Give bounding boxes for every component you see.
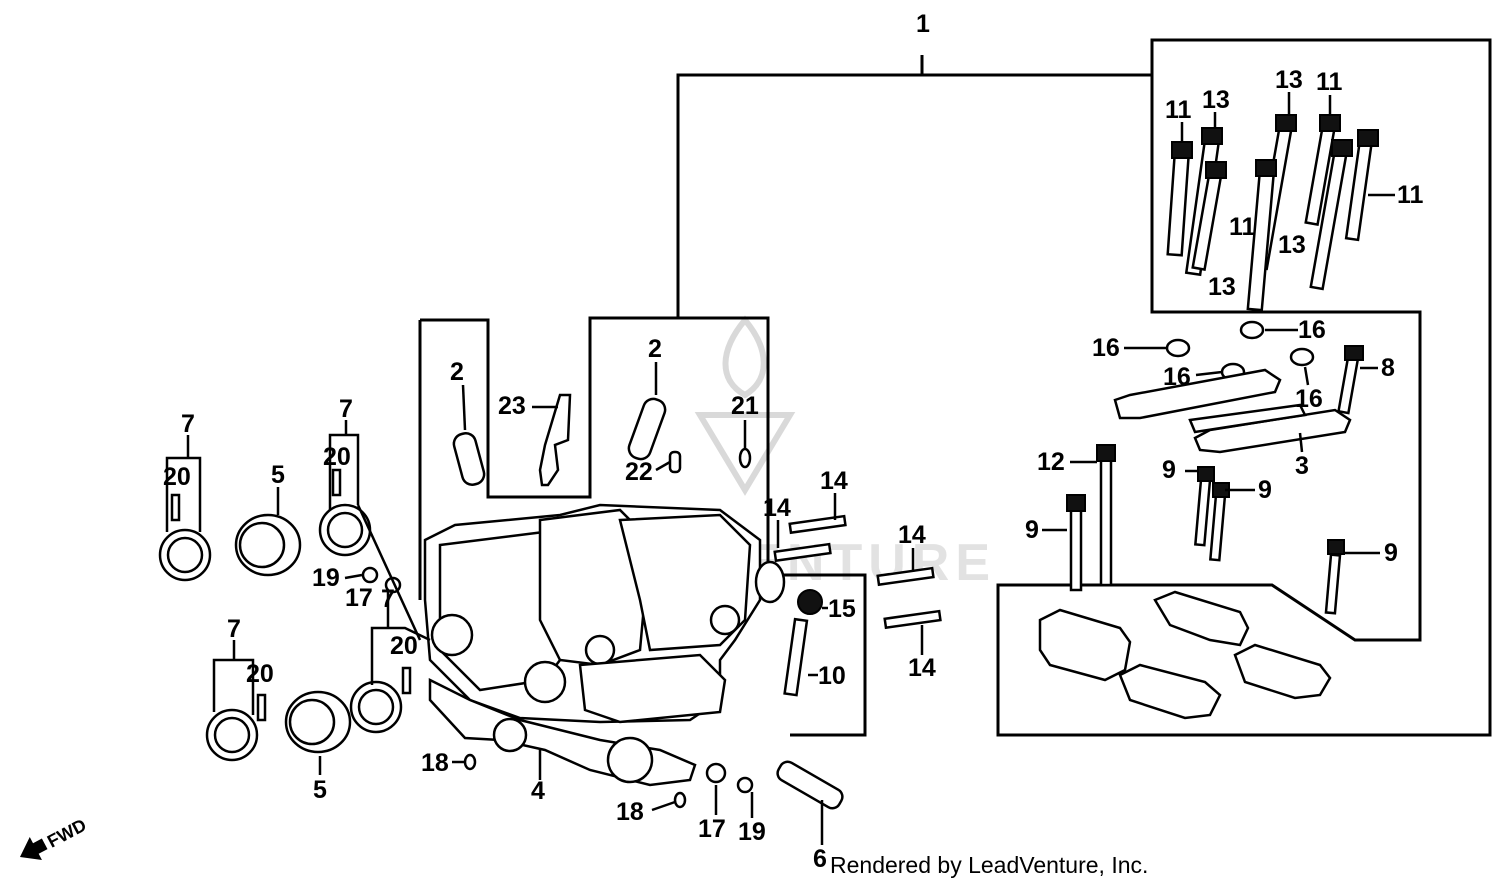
callout-11-c: 11 [1229, 213, 1256, 241]
callout-7-d: 7 [227, 615, 241, 643]
callout-16-d: 16 [1295, 385, 1323, 413]
callout-11-d: 11 [1397, 181, 1424, 209]
callout-22: 22 [625, 458, 653, 486]
head-gasket [428, 677, 697, 787]
callout-labels: 1 11 13 13 11 11 11 13 13 16 16 16 16 8 … [163, 10, 1424, 873]
clip-21 [738, 447, 752, 469]
intake-insulators [158, 503, 403, 762]
plug-cap-right [627, 397, 667, 461]
head-bolts-group [1166, 114, 1379, 312]
bolt-11-a [1166, 141, 1193, 257]
clip-22 [668, 450, 682, 474]
forward-direction-indicator: FWD [19, 815, 90, 860]
callout-20-d: 20 [246, 660, 274, 688]
callout-8: 8 [1381, 354, 1395, 382]
callout-14-a: 14 [820, 467, 848, 495]
callout-7-b: 7 [339, 395, 353, 423]
assembly-frames [418, 38, 1492, 737]
oil-pipe [754, 560, 786, 604]
callout-18-b: 18 [616, 798, 644, 826]
callout-13-b: 13 [1275, 66, 1303, 94]
callout-15: 15 [828, 595, 856, 623]
callout-20-c: 20 [390, 632, 418, 660]
callout-23: 23 [498, 392, 526, 420]
bolts-9 [1066, 466, 1345, 615]
callout-17-b: 17 [698, 815, 726, 843]
callout-17-a: 17 [345, 584, 373, 612]
callout-5-b: 5 [313, 776, 327, 804]
bolt-13-d [1309, 139, 1353, 291]
bolt-11-b [1191, 161, 1227, 271]
callout-1: 1 [916, 10, 930, 38]
callout-9-c: 9 [1025, 516, 1039, 544]
callout-6: 6 [813, 845, 827, 873]
callout-11-a: 11 [1165, 96, 1192, 124]
forward-arrow-icon [19, 837, 48, 860]
render-credit: Rendered by LeadVenture, Inc. [830, 852, 1149, 878]
bolt-8 [1337, 345, 1364, 415]
callout-11-b: 11 [1316, 68, 1343, 96]
callout-5-a: 5 [271, 461, 285, 489]
bolt-10 [783, 617, 809, 697]
callout-19-a: 19 [312, 564, 340, 592]
callout-7-a: 7 [181, 410, 195, 438]
callout-14-b: 14 [763, 494, 791, 522]
callout-20-a: 20 [163, 463, 191, 491]
small-hardware [361, 566, 754, 809]
bolt-11-d [1344, 129, 1379, 242]
callout-7-c: 7 [381, 585, 395, 613]
callout-19-b: 19 [738, 818, 766, 846]
callout-9-b: 9 [1258, 476, 1272, 504]
callout-16-b: 16 [1298, 316, 1326, 344]
bolt-13-c [1246, 159, 1277, 312]
cap-nut-15 [797, 589, 823, 615]
callout-13-c: 13 [1278, 231, 1306, 259]
plug-cap-left [452, 432, 486, 486]
callout-21: 21 [731, 392, 759, 420]
callout-16-c: 16 [1163, 363, 1191, 391]
callout-2-b: 2 [648, 335, 662, 363]
callout-18-a: 18 [421, 749, 449, 777]
callout-14-d: 14 [908, 654, 936, 682]
callout-13-d: 13 [1208, 273, 1236, 301]
bolt-12 [1096, 444, 1116, 587]
callout-10: 10 [818, 662, 846, 690]
callout-3: 3 [1295, 452, 1309, 480]
pipe-6 [776, 760, 844, 810]
screws-20 [170, 468, 412, 722]
rocker-arm-assembly [1113, 368, 1352, 454]
callout-9-a: 9 [1162, 456, 1176, 484]
callout-14-c: 14 [898, 521, 926, 549]
callout-2-a: 2 [450, 358, 464, 386]
spark-plug [538, 393, 572, 487]
callout-16-a: 16 [1092, 334, 1120, 362]
callout-9-d: 9 [1384, 539, 1398, 567]
fwd-label: FWD [44, 815, 90, 852]
leader-lines [165, 92, 1395, 845]
callout-4: 4 [531, 777, 545, 805]
callout-20-b: 20 [323, 443, 351, 471]
cylinder-head [423, 503, 762, 724]
camshaft-holders [1038, 590, 1332, 720]
studs-14 [773, 514, 942, 630]
callout-12: 12 [1037, 448, 1065, 476]
bolt-11-c [1304, 114, 1341, 226]
callout-13-a: 13 [1202, 86, 1230, 114]
